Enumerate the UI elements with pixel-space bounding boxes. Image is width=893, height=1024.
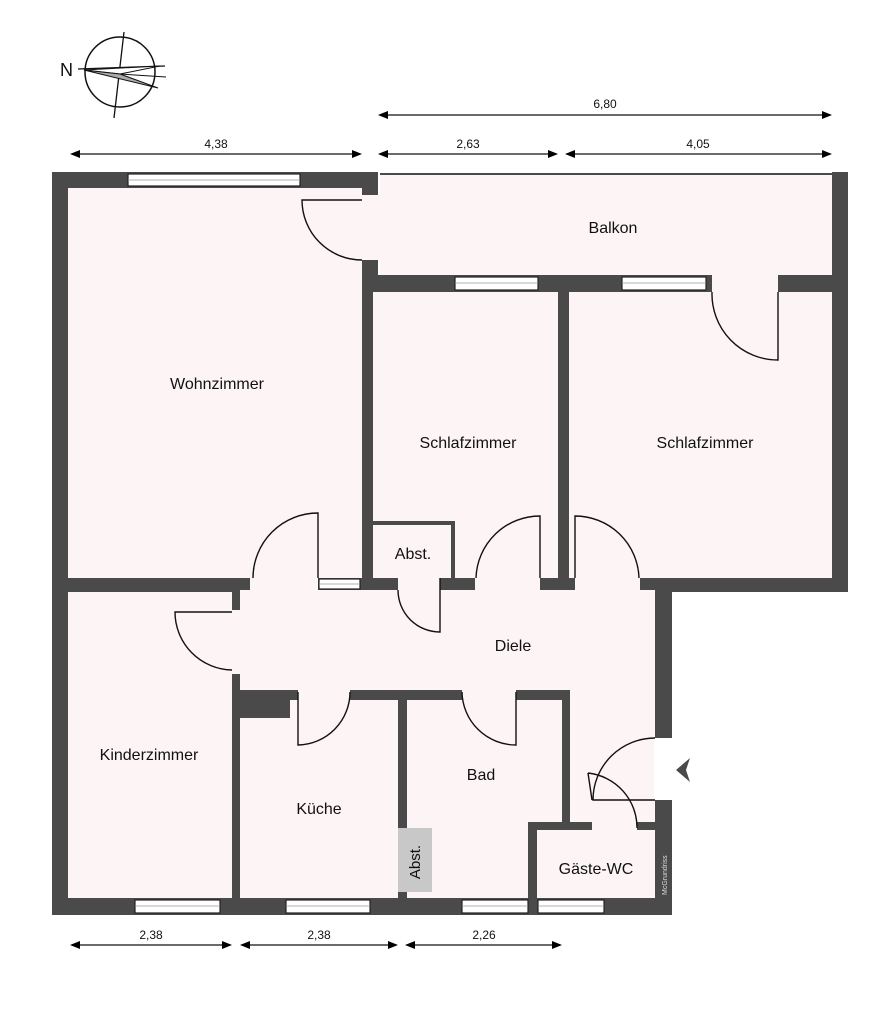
label-kinderzimmer: Kinderzimmer bbox=[100, 747, 199, 764]
dim-bottom-2: 2,38 bbox=[307, 928, 331, 942]
dim-top-left: 4,38 bbox=[204, 137, 228, 151]
room-kinderzimmer bbox=[68, 592, 232, 898]
dim-top-right: 4,05 bbox=[686, 137, 710, 151]
label-balkon: Balkon bbox=[589, 220, 638, 237]
label-schlafzimmer-1: Schlafzimmer bbox=[420, 435, 518, 452]
dim-top-total: 6,80 bbox=[593, 97, 617, 111]
room-balkon bbox=[380, 175, 832, 275]
dim-top-middle: 2,63 bbox=[456, 137, 480, 151]
label-schlafzimmer-2: Schlafzimmer bbox=[657, 435, 755, 452]
label-gaeste-wc: Gäste-WC bbox=[559, 861, 634, 878]
entrance-arrow-icon bbox=[676, 758, 690, 782]
room-abst-2 bbox=[398, 828, 432, 892]
label-kueche: Küche bbox=[296, 801, 341, 818]
room-diele-corridor bbox=[570, 590, 655, 822]
watermark: McGrundriss bbox=[662, 855, 669, 895]
label-abst-1: Abst. bbox=[395, 546, 431, 563]
compass-icon: N bbox=[60, 31, 167, 119]
dim-bottom-1: 2,38 bbox=[139, 928, 163, 942]
label-bad: Bad bbox=[467, 767, 495, 784]
compass-north-label: N bbox=[60, 60, 73, 80]
room-gaeste-wc bbox=[537, 830, 655, 898]
room-kueche bbox=[240, 700, 398, 898]
dimension-lines: 6,80 4,38 2,63 4,05 2,38 2,38 2,26 bbox=[70, 97, 832, 949]
dim-bottom-3: 2,26 bbox=[472, 928, 496, 942]
label-wohnzimmer: Wohnzimmer bbox=[170, 376, 265, 393]
door-openings bbox=[231, 195, 778, 832]
windows bbox=[127, 173, 707, 914]
doors bbox=[174, 199, 779, 829]
label-diele: Diele bbox=[495, 638, 532, 655]
label-abst-2: Abst. bbox=[407, 845, 424, 879]
room-schlafzimmer-2 bbox=[569, 292, 832, 578]
room-schlafzimmer-1 bbox=[373, 292, 558, 578]
